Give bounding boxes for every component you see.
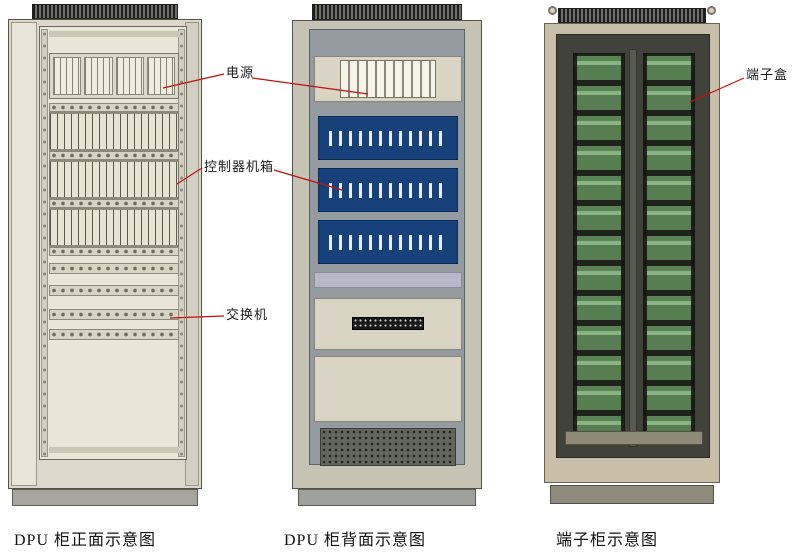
cabinet-interior [556, 34, 710, 458]
connector-strip [49, 151, 179, 160]
eyebolt-right [707, 6, 716, 15]
cabinet-frame-right [185, 22, 199, 486]
controller-card-row-3 [49, 208, 179, 247]
terminal-strip [49, 285, 179, 296]
cabinet-body [292, 20, 482, 489]
psu-module [84, 57, 113, 95]
psu-module [53, 57, 82, 95]
terminal-block-column-right [643, 53, 695, 443]
cage-slats [329, 183, 447, 198]
blank-panel [314, 356, 462, 422]
center-rail [629, 49, 637, 447]
rack-rail-left [41, 29, 48, 457]
cabinet-body [8, 19, 202, 489]
cabinet-plinth [298, 489, 476, 506]
cabinet-interior [309, 29, 465, 466]
cage-slats [329, 235, 447, 250]
cabinet-plinth [12, 489, 198, 506]
equipment-rack [39, 26, 187, 460]
cage-slats [329, 131, 447, 146]
rack-top-bar [49, 31, 179, 37]
bottom-rail [565, 431, 703, 445]
cabinet-plinth [550, 485, 714, 504]
controller-card-row-2 [49, 160, 179, 199]
power-module-slats [340, 60, 436, 98]
connector-strip [49, 247, 179, 256]
vent-grille [320, 428, 456, 466]
psu-module [146, 57, 175, 95]
caption-terminal-view: 端子柜示意图 [556, 532, 659, 549]
switch-strip [49, 329, 179, 340]
psu-module [115, 57, 144, 95]
cabinet-body [544, 23, 720, 483]
eyebolt-left [548, 6, 557, 15]
connector-strip [49, 199, 179, 208]
caption-front-view: DPU 柜正面示意图 [14, 532, 157, 549]
dpu-cabinet-back [292, 4, 482, 506]
controller-card-row-1 [49, 112, 179, 151]
terminal-block-column-left [573, 53, 625, 443]
switch-strip [49, 309, 179, 320]
cabinet-top-vent [558, 8, 706, 23]
controller-cage-3 [318, 220, 458, 264]
annotation-switch: 交换机 [226, 307, 269, 322]
dpu-cabinet-front [8, 4, 202, 506]
connector-strip [49, 103, 179, 112]
rack-rail-right [178, 29, 185, 457]
connector-slot [352, 317, 424, 330]
annotation-terminal-box: 端子盒 [746, 67, 789, 82]
controller-cage-2 [318, 168, 458, 212]
controller-cage-1 [318, 116, 458, 160]
terminal-strip [49, 263, 179, 274]
connector-panel [314, 298, 462, 350]
rack-bottom-bar [49, 447, 179, 453]
annotation-controller: 控制器机箱 [204, 159, 275, 174]
terminal-cabinet [544, 6, 720, 504]
spacer-bar [314, 272, 462, 288]
cabinet-top-vent [312, 4, 462, 20]
cabinet-top-vent [32, 4, 178, 19]
power-module-panel [314, 56, 462, 102]
power-supply-row [49, 53, 179, 99]
caption-back-view: DPU 柜背面示意图 [284, 532, 427, 549]
annotation-power: 电源 [226, 65, 255, 80]
cabinet-door-left [11, 22, 37, 486]
